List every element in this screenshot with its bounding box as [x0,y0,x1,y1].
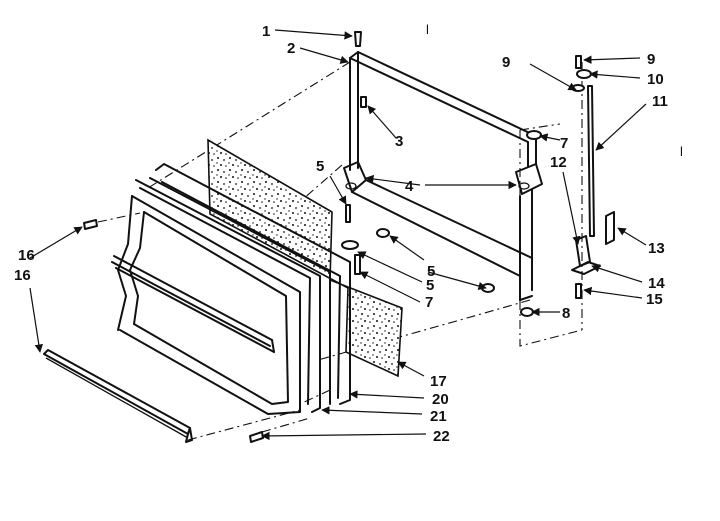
callout-1: 2 [287,40,295,57]
callout-9-left: 16 [18,247,35,264]
callout-2: 5 [427,263,435,280]
stray-mark-right: l [680,144,683,159]
callout-20: 3 [395,133,403,150]
callout-9-bottom: 22 [433,428,450,445]
hinge-bracket-frame [343,51,543,301]
callout-8: 20 [432,391,449,408]
callout-12: 11 [652,93,668,110]
callout-17: 16 [14,267,31,284]
callout-labels: 1 2 3 4 5 5 5 7 7 8 9 9 10 11 12 13 14 1… [14,22,683,445]
callout-16-bottom: 15 [646,291,663,308]
callout-4: 5 [426,277,434,294]
callout-5-lower: 7 [425,294,433,311]
callout-leaders [29,29,647,441]
callout-14: 12 [550,154,567,171]
door-shelf-bar [43,349,193,443]
callout-3: 4 [405,178,414,195]
hardware-parts [83,31,615,443]
stray-mark-top: l [426,22,429,37]
callout-5-top: 1 [262,23,270,40]
alignment-lines [97,61,583,441]
callout-11: 14 [648,275,665,292]
callout-15: 21 [430,408,447,425]
callout-10: 10 [647,71,664,88]
callout-13: 9 [502,54,510,71]
callout-5-mid: 5 [316,158,324,175]
callout-7-upper: 7 [560,135,568,152]
callout-22: 13 [648,240,665,257]
door-gasket-frames [135,163,351,413]
callout-7-lower: 8 [562,305,570,322]
door-liner [111,195,301,415]
callout-16-top: 9 [647,51,655,68]
callout-21: 17 [430,373,447,390]
